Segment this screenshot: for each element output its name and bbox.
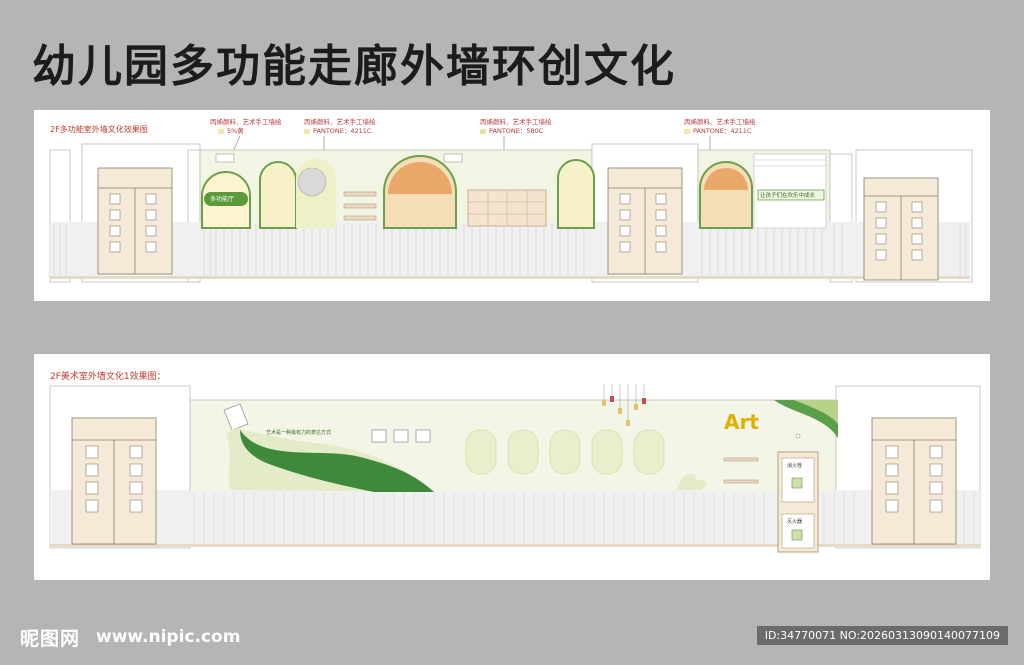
- art-lettering: Art: [724, 410, 759, 434]
- elevation-panel-multipurpose: 2F多功能室外墙文化效果图 丙烯颜料、艺术手工墙绘 5%黄 丙烯颜料、艺术手工墙…: [34, 110, 990, 301]
- panel-heading: 2F多功能室外墙文化效果图: [50, 125, 148, 134]
- paint-note-3: 丙烯颜料、艺术手工墙绘 PANTONE：580C: [480, 118, 552, 135]
- art-slogan: 艺术是一种最有力的表达方式: [266, 430, 332, 436]
- fire-hydrant-label: 消火栓: [787, 463, 803, 469]
- wall-elevation-drawing-1: [49, 135, 973, 283]
- sign-slogan: 让孩子们在欢乐中成长: [760, 193, 816, 199]
- page-title: 幼儿园多功能走廊外墙环创文化: [32, 41, 676, 92]
- fire-extinguisher-label: 灭火器: [787, 519, 803, 525]
- watermark-logo: 昵图网: [20, 628, 81, 650]
- paint-note-4: 丙烯颜料、艺术手工墙绘 PANTONE：4211C: [684, 118, 756, 135]
- sign-multipurpose-hall: 多功能厅: [210, 196, 235, 203]
- paint-note-1: 丙烯颜料、艺术手工墙绘 5%黄: [210, 118, 282, 135]
- image-id-label: ID:34770071 NO:20260313090140077109: [756, 626, 1008, 645]
- watermark-url[interactable]: www.nipic.com: [96, 627, 241, 647]
- elevation-panel-art-room: 2F美术室外墙文化1效果图：: [34, 354, 990, 580]
- panel-heading: 2F美术室外墙文化1效果图：: [50, 372, 166, 382]
- paint-note-2: 丙烯颜料、艺术手工墙绘 PANTONE：4211C: [304, 118, 376, 135]
- wall-elevation-drawing-2: [49, 384, 981, 553]
